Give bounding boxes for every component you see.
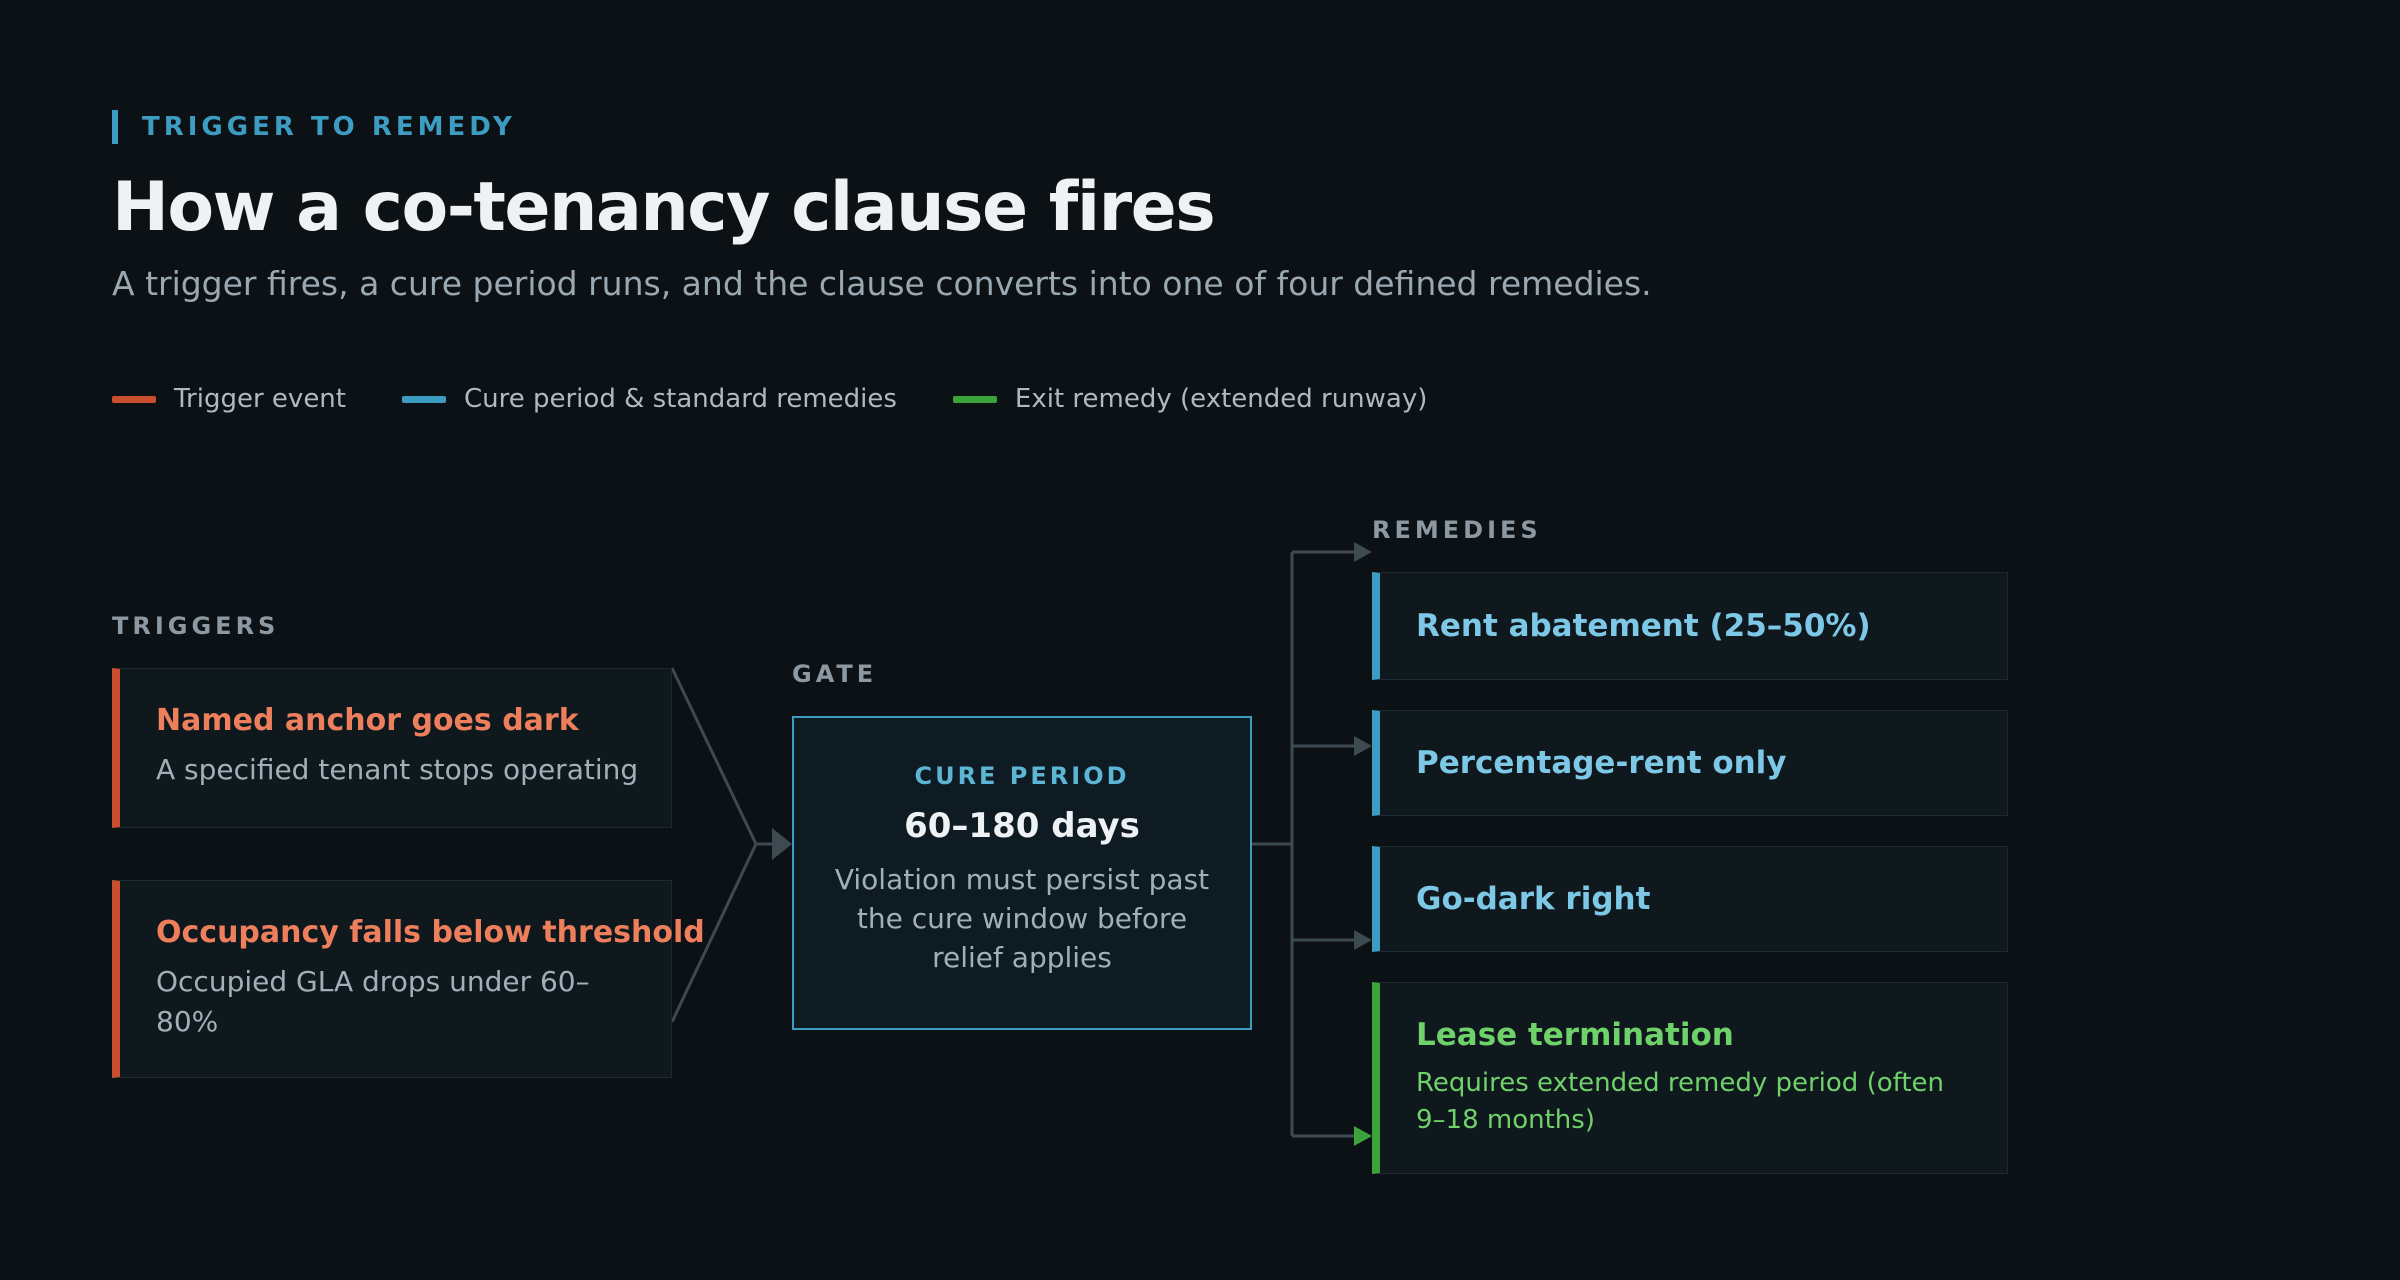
arrowhead-remedy-3 <box>1354 930 1372 950</box>
trigger-card-anchor-dark: Named anchor goes dark A specified tenan… <box>112 668 672 828</box>
remedy-card-lease-termination: Lease termination Requires extended reme… <box>1372 982 2008 1174</box>
remedy-title: Go-dark right <box>1416 881 1651 917</box>
arrowhead-gate <box>772 828 792 860</box>
arrowhead-remedy-2 <box>1354 736 1372 756</box>
gate-value: 60–180 days <box>904 806 1140 846</box>
trigger-card-occupancy: Occupancy falls below threshold Occupied… <box>112 880 705 1078</box>
legend-label: Cure period & standard remedies <box>463 384 897 414</box>
gate-column-label: GATE <box>792 660 878 688</box>
remedy-title: Percentage-rent only <box>1416 745 1787 781</box>
page-title: How a co-tenancy clause fires <box>112 168 1216 247</box>
legend-item-exit: Exit remedy (extended runway) <box>952 384 1428 414</box>
gate-kicker: CURE PERIOD <box>914 762 1130 790</box>
page-subtitle: A trigger fires, a cure period runs, and… <box>112 264 1652 303</box>
trigger-desc: Occupied GLA drops under 60–80% <box>156 965 590 1038</box>
eyebrow-label: TRIGGER TO REMEDY <box>112 110 516 144</box>
trigger-title: Named anchor goes dark <box>156 703 579 738</box>
trigger-title: Occupancy falls below threshold <box>156 915 705 950</box>
arrowhead-remedy-4 <box>1354 1126 1372 1146</box>
arrowhead-remedy-1 <box>1354 542 1372 562</box>
legend-swatch-standard <box>401 395 446 403</box>
legend-swatch-trigger <box>112 395 156 403</box>
triggers-column-label: TRIGGERS <box>112 612 280 640</box>
remedy-title: Lease termination <box>1416 1017 1734 1053</box>
remedy-card-go-dark: Go-dark right <box>1372 846 2008 952</box>
trigger-desc: A specified tenant stops operating <box>156 753 639 786</box>
legend-label: Trigger event <box>174 384 346 414</box>
remedy-desc: Requires extended remedy period (often 9… <box>1416 1068 1944 1135</box>
remedy-title: Rent abatement (25–50%) <box>1416 608 1871 644</box>
legend-label: Exit remedy (extended runway) <box>1014 384 1428 414</box>
legend-item-standard: Cure period & standard remedies <box>401 384 897 414</box>
gate-desc: Violation must persist past the cure win… <box>834 863 1210 974</box>
legend: Trigger event Cure period & standard rem… <box>112 384 1427 414</box>
gate-card-cure-period: CURE PERIOD 60–180 days Violation must p… <box>792 716 1252 1030</box>
legend-swatch-exit <box>952 395 997 403</box>
remedy-card-rent-abatement: Rent abatement (25–50%) <box>1372 572 2008 680</box>
connector-trigger-2 <box>670 843 758 1023</box>
legend-item-trigger: Trigger event <box>112 384 346 414</box>
remedies-column-label: REMEDIES <box>1372 516 1542 544</box>
connector-trigger-1 <box>670 667 758 845</box>
remedy-card-percentage-rent: Percentage-rent only <box>1372 710 2008 816</box>
